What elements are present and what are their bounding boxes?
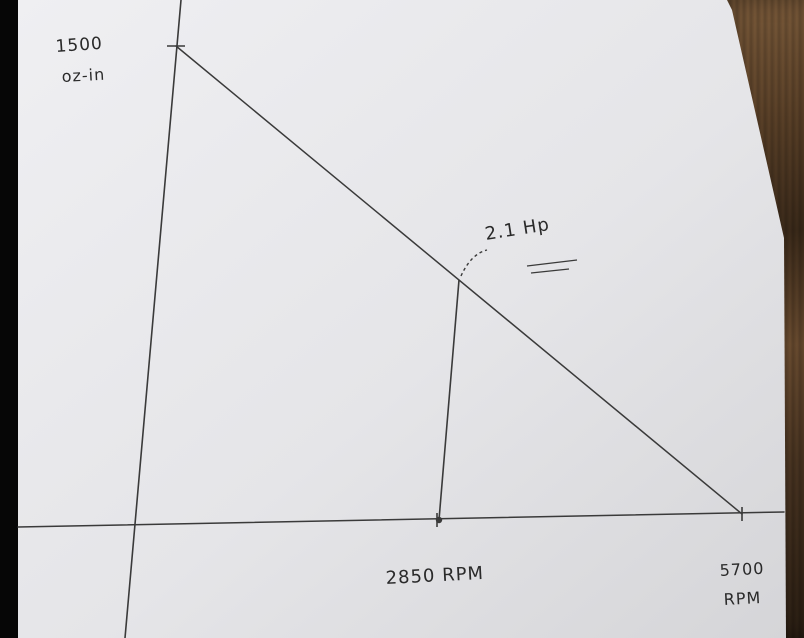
y-axis-line: [124, 0, 182, 638]
annotation-underline-b-0: [530, 268, 570, 274]
x-axis-line: [17, 511, 785, 528]
annotation-drop-line-0: [438, 279, 460, 521]
x-axis-unit-label: RPM: [723, 588, 762, 609]
annotation-base-dot-0: [435, 516, 443, 524]
y-tick-label-1500: 1500: [55, 34, 104, 57]
x-tick-label-5700: 5700: [719, 559, 765, 580]
annotation-underline-a-0: [526, 259, 578, 267]
x-tick-label-2850: 2850 RPM: [385, 563, 484, 589]
y-axis-unit-label: oz-in: [61, 65, 105, 86]
paper-sheet: [18, 0, 786, 638]
